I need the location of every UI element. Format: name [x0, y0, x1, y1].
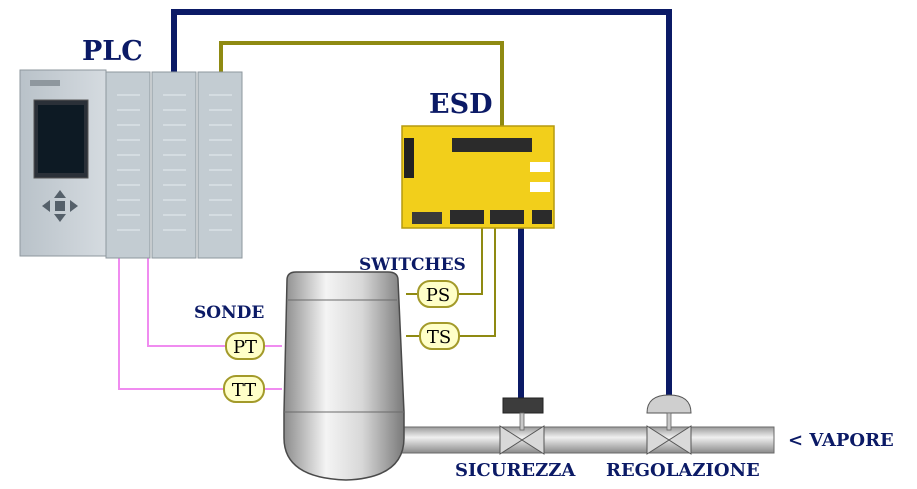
- tag-ts[interactable]: TS: [419, 322, 460, 350]
- label-regolazione: REGOLAZIONE: [606, 460, 760, 481]
- plc-device[interactable]: [19, 69, 243, 259]
- wire-tt: [118, 242, 282, 390]
- label-plc: PLC: [82, 36, 143, 67]
- tag-ts-label: TS: [427, 327, 451, 348]
- plc-io-slots: [117, 94, 232, 231]
- valve-regolazione[interactable]: [646, 394, 692, 455]
- steam-pipe: [391, 426, 775, 454]
- tag-tt[interactable]: TT: [223, 375, 265, 403]
- label-switches: SWITCHES: [359, 255, 466, 275]
- tag-pt[interactable]: PT: [225, 332, 265, 360]
- wire-pt: [147, 242, 282, 347]
- label-esd: ESD: [429, 89, 493, 120]
- tag-pt-label: PT: [233, 337, 257, 358]
- wire-regolazione: [171, 9, 672, 395]
- label-vapore: < VAPORE: [788, 430, 894, 451]
- tag-ps-label: PS: [426, 285, 450, 306]
- wire-esd-plc: [219, 41, 504, 128]
- valve-sicurezza[interactable]: [499, 397, 545, 455]
- wire-ps: [406, 226, 483, 295]
- tag-tt-label: TT: [232, 380, 256, 401]
- vessel: [283, 271, 405, 481]
- wire-ts: [406, 226, 496, 337]
- esd-device[interactable]: [401, 125, 555, 229]
- tag-ps[interactable]: PS: [417, 280, 459, 308]
- label-sonde: SONDE: [194, 303, 264, 323]
- label-sicurezza: SICUREZZA: [455, 460, 576, 481]
